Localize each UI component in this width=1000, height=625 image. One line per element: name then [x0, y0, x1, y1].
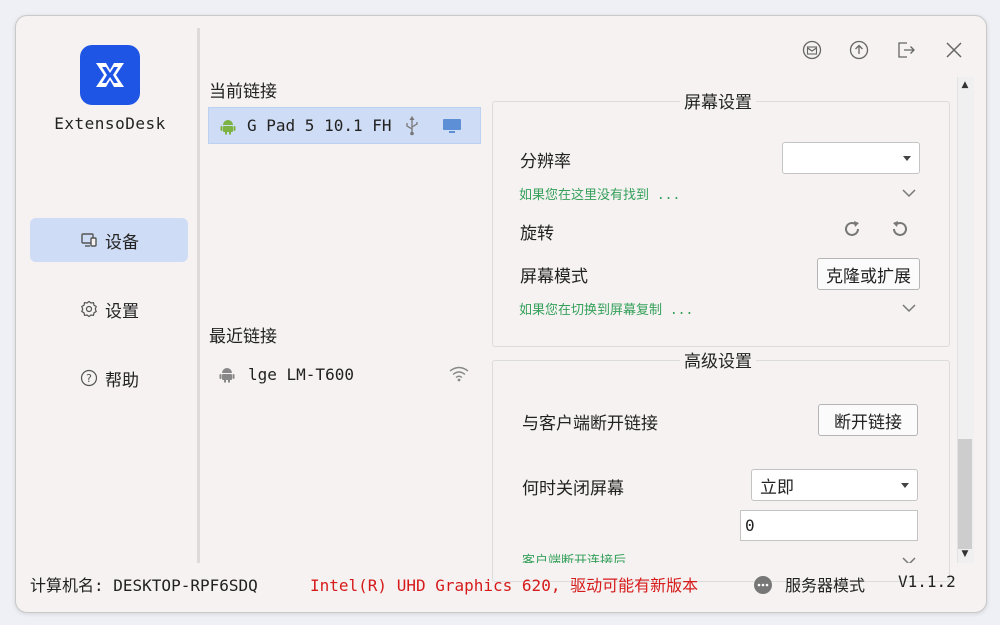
rotate-counterclockwise-icon[interactable] [890, 219, 910, 243]
recent-link-label: 最近链接 [209, 327, 277, 347]
driver-warning[interactable]: Intel(R) UHD Graphics 620, 驱动可能有新版本 [310, 576, 699, 595]
messages-icon[interactable] [800, 38, 824, 62]
screen-off-label: 何时关闭屏幕 [522, 479, 624, 499]
sidebar-divider [197, 28, 200, 563]
more-icon[interactable] [753, 575, 773, 599]
clone-or-extend-button[interactable]: 克隆或扩展 [817, 258, 920, 290]
caret-down-icon [903, 156, 911, 161]
screen-mode-label: 屏幕模式 [520, 267, 588, 287]
nav-item-help[interactable]: ? 帮助 [30, 356, 188, 400]
nav-item-label: 设备 [105, 232, 139, 253]
current-device-name: G Pad 5 10.1 FH [247, 116, 392, 135]
android-icon [219, 117, 237, 135]
caret-down-icon [901, 483, 909, 488]
gear-icon [79, 299, 99, 319]
wifi-icon [449, 366, 469, 382]
disconnect-hint: 客户端断开连接后 [522, 554, 627, 563]
close-icon[interactable] [942, 38, 966, 62]
app-window: ExtensoDesk 设备 设置 ? 帮助 当前链接 G Pad 5 10.1… [15, 15, 987, 613]
version: V1.1.2 [898, 572, 956, 591]
screen-off-value: 立即 [760, 477, 794, 498]
delay-input[interactable]: 0 [740, 510, 918, 541]
app-name: ExtensoDesk [54, 114, 166, 133]
monitor-icon [442, 117, 462, 135]
logout-icon[interactable] [894, 38, 918, 62]
usb-icon [404, 115, 420, 136]
chevron-down-icon[interactable] [901, 184, 917, 203]
help-icon: ? [79, 368, 99, 388]
scroll-up-icon[interactable]: ▲ [961, 80, 969, 90]
resolution-select[interactable] [782, 142, 920, 174]
disconnect-button[interactable]: 断开链接 [818, 404, 918, 436]
chevron-down-icon[interactable] [901, 299, 917, 318]
nav-item-settings[interactable]: 设置 [30, 287, 188, 331]
disconnect-label: 与客户端断开链接 [522, 414, 658, 434]
screen-settings-title: 屏幕设置 [680, 88, 756, 113]
partial-hint-clip: 客户端断开连接后 [492, 542, 948, 563]
advanced-settings-title: 高级设置 [680, 347, 756, 372]
recent-device-row[interactable]: lge LM-T600 [208, 357, 481, 391]
scroll-down-icon[interactable]: ▼ [961, 549, 969, 559]
current-device-row[interactable]: G Pad 5 10.1 FH [208, 107, 481, 144]
android-icon [218, 365, 236, 383]
screen-mode-hint: 如果您在切换到屏幕复制 ... [519, 303, 694, 318]
upload-icon[interactable] [847, 38, 871, 62]
nav-item-label: 设置 [105, 301, 139, 322]
scrollbar-thumb[interactable] [958, 439, 972, 549]
rotate-clockwise-icon[interactable] [842, 219, 862, 243]
app-logo-icon [80, 45, 140, 105]
rotate-label: 旋转 [520, 224, 554, 244]
chevron-down-icon[interactable] [901, 552, 917, 563]
devices-icon [79, 230, 99, 250]
resolution-label: 分辨率 [520, 152, 571, 172]
screen-off-select[interactable]: 立即 [751, 469, 918, 501]
computer-name: 计算机名: DESKTOP-RPF6SDQ [30, 576, 258, 595]
current-link-label: 当前链接 [209, 82, 277, 102]
recent-device-name: lge LM-T600 [248, 364, 354, 384]
nav-item-label: 帮助 [105, 370, 139, 391]
svg-text:?: ? [86, 372, 92, 385]
nav-item-devices[interactable]: 设备 [30, 218, 188, 262]
server-mode[interactable]: 服务器模式 [785, 576, 866, 595]
resolution-hint: 如果您在这里没有找到 ... [519, 188, 681, 203]
